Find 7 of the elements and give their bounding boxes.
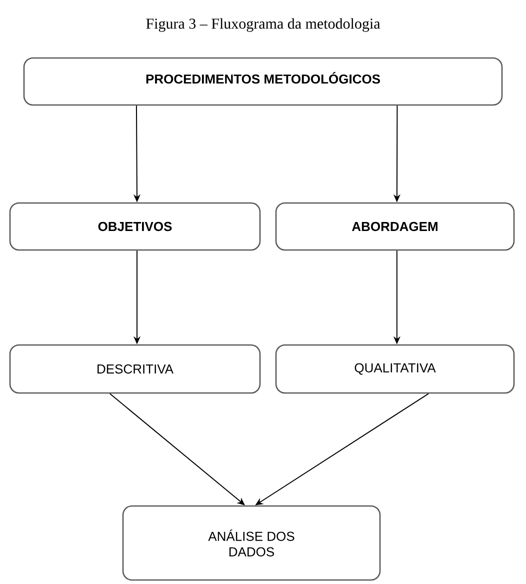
figure-title: Figura 3 – Fluxograma da metodologia (146, 18, 380, 32)
process-box: PROCEDIMENTOS METODOLÓGICOS (23, 57, 503, 106)
process-box: ABORDAGEM (275, 202, 515, 251)
process-box: DESCRITIVA (9, 344, 261, 394)
process-box: OBJETIVOS (9, 202, 261, 251)
process-box: QUALITATIVA (275, 344, 515, 394)
process-box: ANÁLISE DOS DADOS (122, 505, 381, 581)
